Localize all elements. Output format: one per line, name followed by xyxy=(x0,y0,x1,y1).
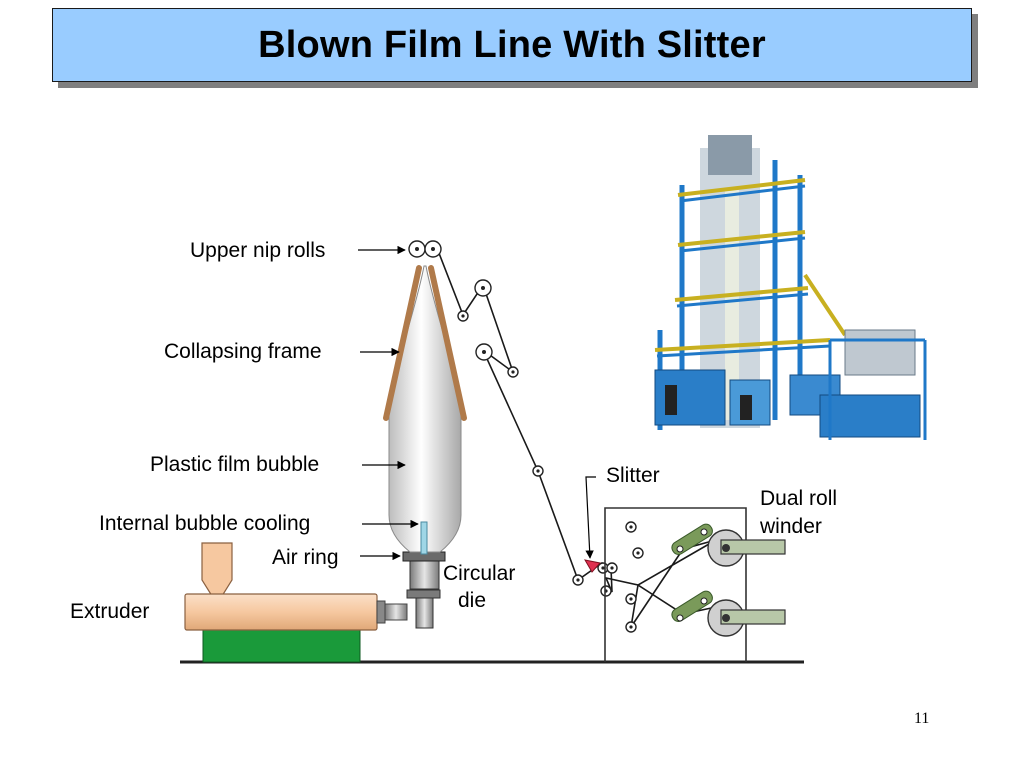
film-bubble xyxy=(388,265,462,553)
slitter-blade xyxy=(584,559,601,573)
label-dual-roll: Dual roll xyxy=(760,487,838,510)
collapsing-frame xyxy=(383,265,467,421)
label-slitter: Slitter xyxy=(606,464,660,487)
dual-roll-winder xyxy=(604,507,786,662)
label-internal-bubble-cooling: Internal bubble cooling xyxy=(99,512,311,535)
circular-die xyxy=(406,560,441,629)
extruder-coupling xyxy=(376,600,386,624)
label-collapsing-frame: Collapsing frame xyxy=(164,340,322,363)
cooling-tube xyxy=(420,521,428,555)
extruder-hopper xyxy=(201,542,233,597)
label-upper-nip-rolls: Upper nip rolls xyxy=(190,239,326,262)
melt-pipe xyxy=(384,603,408,621)
label-winder: winder xyxy=(760,515,822,538)
label-circular: Circular xyxy=(443,562,516,585)
page-number: 11 xyxy=(914,710,930,727)
title-box: Blown Film Line With Slitter xyxy=(52,8,972,82)
extruder-base xyxy=(202,629,361,663)
slide-title: Blown Film Line With Slitter xyxy=(258,23,766,66)
blown-film-plant-illustration xyxy=(654,135,927,440)
label-air-ring: Air ring xyxy=(272,546,339,569)
label-extruder: Extruder xyxy=(70,600,150,623)
label-die: die xyxy=(458,589,487,612)
label-plastic-film-bubble: Plastic film bubble xyxy=(150,453,320,476)
leader-slitter xyxy=(585,476,596,559)
leader-lines xyxy=(358,245,596,561)
extruder xyxy=(184,542,408,663)
extruder-barrel xyxy=(184,593,378,631)
film-rolls xyxy=(408,240,644,633)
film-web-path xyxy=(436,247,717,628)
